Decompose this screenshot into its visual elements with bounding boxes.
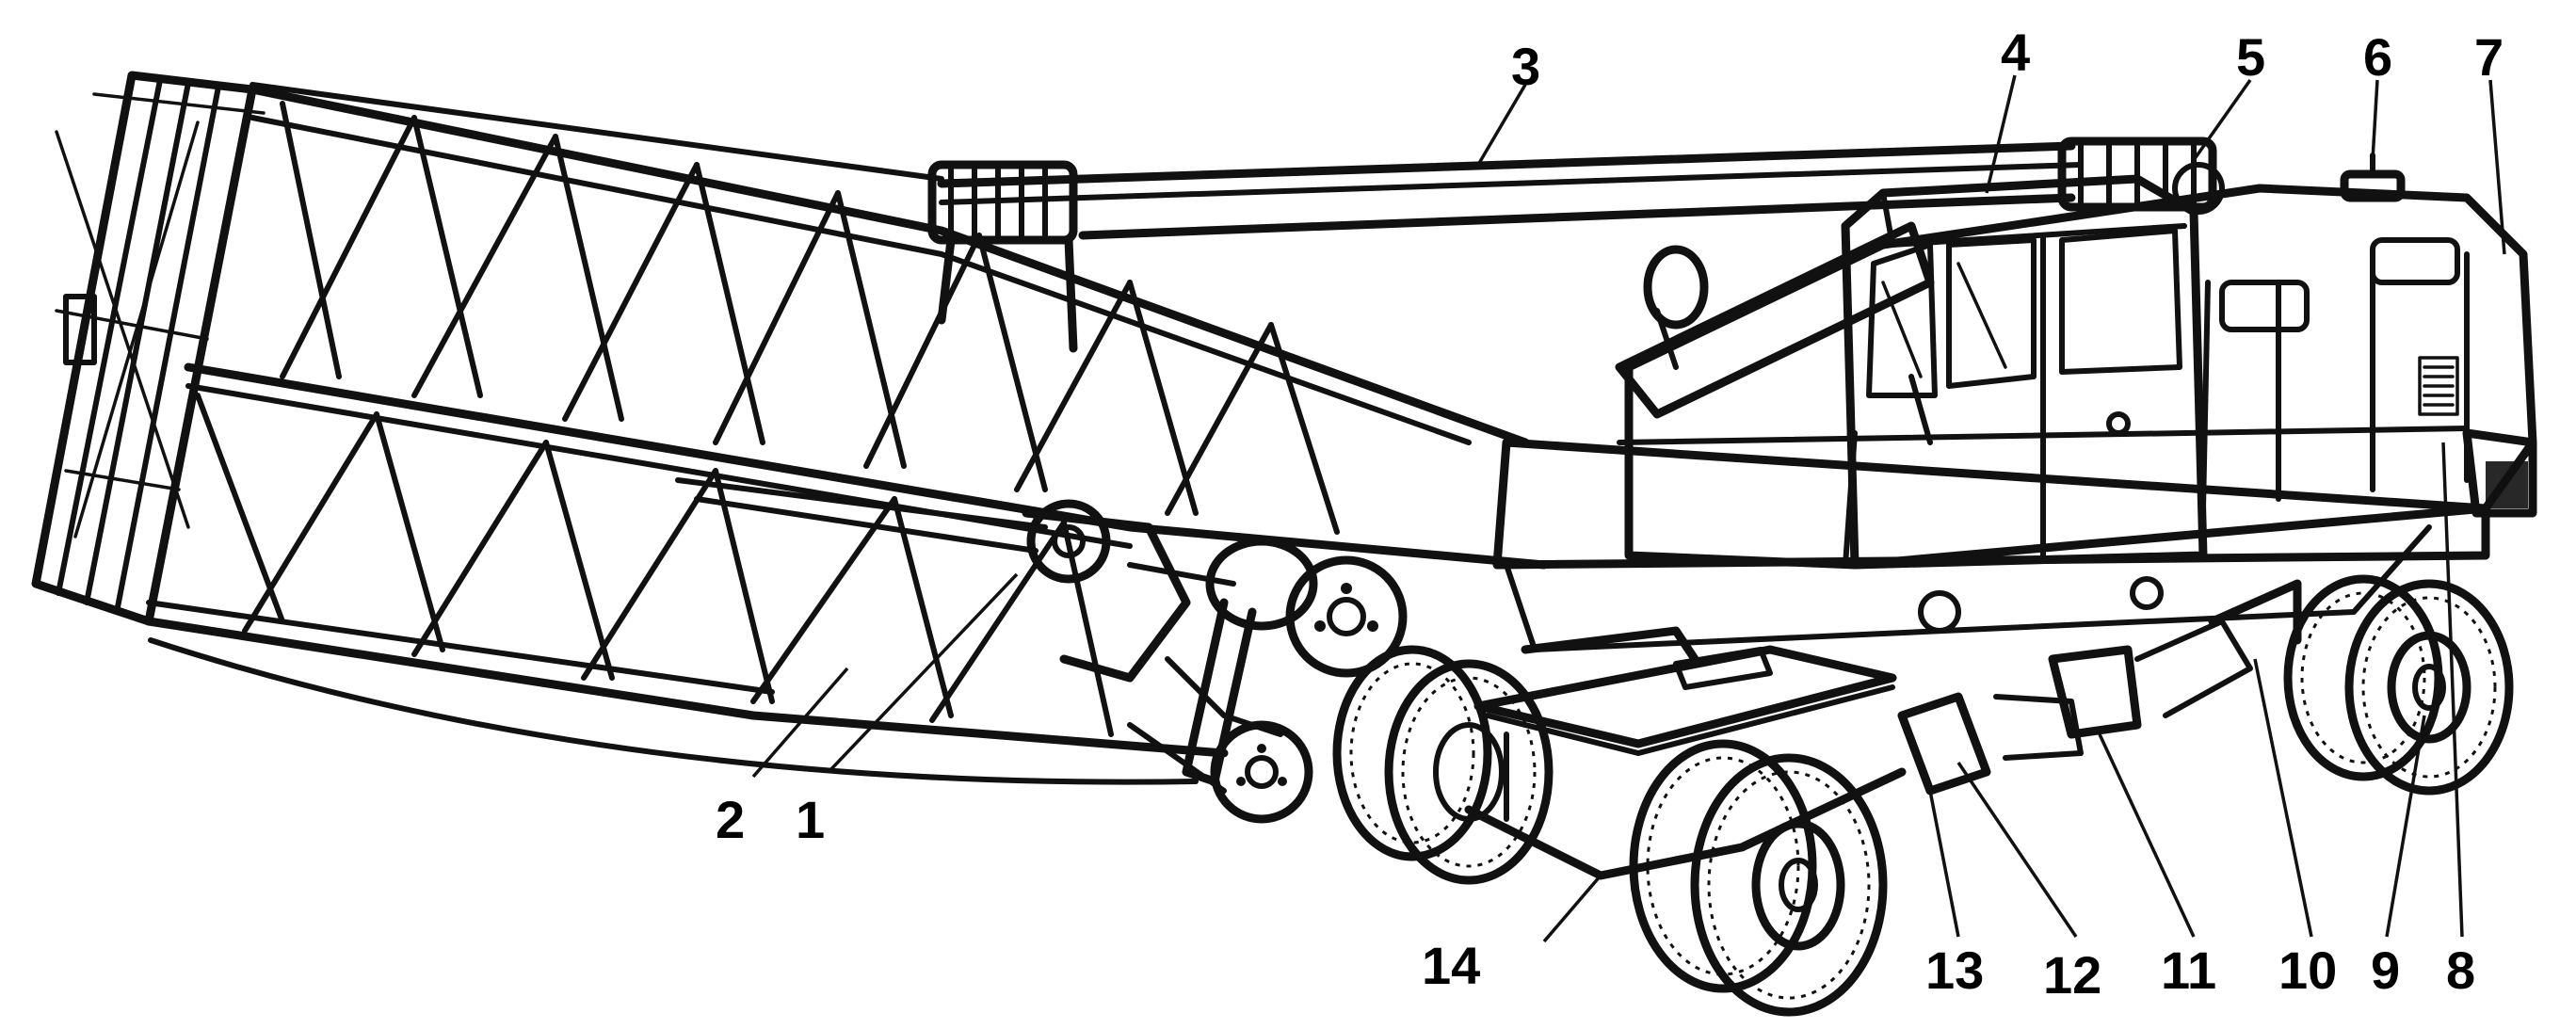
callout-5: 5: [2236, 27, 2265, 87]
boom-hoist-rope-and-gantry: [250, 82, 2225, 353]
callout-4: 4: [2001, 23, 2030, 82]
callout-3: 3: [1511, 37, 1540, 96]
callout-7: 7: [2474, 27, 2504, 87]
callout-2: 2: [716, 790, 745, 849]
callout-labels: 1 2 3 4 5 6 7 8 9 10 11 12 13 14: [716, 23, 2504, 1005]
outrigger-pads: [1127, 555, 1408, 824]
callout-9: 9: [2371, 941, 2400, 1000]
front-wheels: [1332, 645, 1554, 885]
far-wheels: [2283, 574, 2514, 796]
lattice-boom: [31, 71, 1549, 785]
callout-8: 8: [2446, 941, 2475, 1000]
leader-lines: [751, 74, 2506, 943]
truck-chassis: [1464, 579, 2302, 880]
callout-10: 10: [2278, 941, 2337, 1000]
callout-13: 13: [1925, 941, 1984, 1000]
operator-cab: [1841, 174, 2208, 570]
boom-head: [31, 71, 266, 626]
callout-12: 12: [2043, 945, 2101, 1005]
boom-lattice-upper: [280, 101, 1340, 535]
boom-top-chord: [248, 85, 1530, 447]
callout-1: 1: [796, 790, 825, 849]
callout-6: 6: [2363, 27, 2392, 87]
boom-lattice-lower: [195, 393, 1114, 737]
boom-bottom-chord: [144, 617, 1229, 758]
callout-14: 14: [1422, 936, 1480, 995]
machinery-house: [1624, 184, 2537, 570]
upper-structure: [1492, 153, 2537, 652]
callout-11: 11: [2161, 941, 2216, 1000]
boom-foot-winch: [675, 477, 1318, 737]
rear-wheels: [1629, 739, 1888, 1017]
